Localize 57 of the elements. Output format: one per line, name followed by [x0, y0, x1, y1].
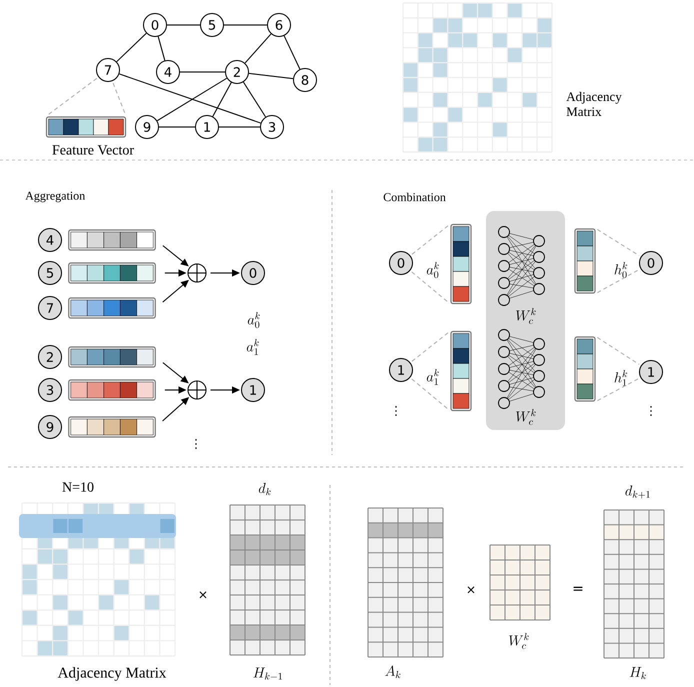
matrix-label: Adjacency Matrix — [566, 92, 622, 116]
graph-edge — [242, 82, 266, 118]
feature-vector — [68, 262, 156, 284]
graph-edge — [244, 33, 272, 64]
feature-vector — [68, 346, 156, 368]
section-title: Combination — [384, 192, 446, 202]
dimension-label: $d_k$ — [258, 482, 271, 496]
graph-edge — [224, 24, 268, 26]
sum-symbol — [187, 263, 207, 283]
matrix-label: $A_k$ — [385, 666, 400, 678]
multiply-sign: × — [468, 586, 474, 594]
ellipsis-dots: ⋮ — [650, 406, 652, 416]
feature-vector — [68, 229, 156, 251]
leader-line — [596, 378, 640, 402]
graph-edge — [212, 82, 232, 117]
multiply-sign: × — [200, 591, 206, 598]
node-label: $W_c^k$ — [516, 308, 536, 324]
section-title: Aggregation — [25, 192, 85, 202]
leader-line — [411, 378, 450, 410]
matrix-label: $W_c^k$ — [509, 633, 529, 649]
vector-label: $h_0^k$ — [614, 262, 628, 278]
vector-caption: Feature Vector — [52, 145, 134, 155]
graph-edge — [158, 126, 196, 128]
feature-vector — [68, 297, 156, 319]
leader-line — [596, 228, 640, 256]
equals-sign: = — [574, 586, 582, 591]
graph-edge — [156, 78, 228, 122]
ellipsis-dots: ⋮ — [195, 439, 197, 449]
feature-vector — [68, 379, 156, 401]
dimension-label: $d_{k+1}$ — [626, 486, 650, 498]
leader-line — [596, 269, 640, 294]
leader-line — [411, 271, 450, 304]
ellipsis-dots: ⋮ — [395, 406, 397, 416]
leader-line — [596, 336, 640, 365]
matrix-label: $H_{k-1}$ — [253, 668, 282, 680]
size-label: N=10 — [62, 482, 94, 492]
vector-label: $a_1^k$ — [426, 369, 439, 385]
graph-edge — [116, 32, 147, 62]
graph-edge — [118, 73, 262, 124]
leader-line — [411, 224, 450, 255]
graph-edge — [166, 24, 200, 26]
feature-vector — [68, 416, 156, 438]
vector-label: $a_1^k$ — [246, 339, 259, 355]
node-label: $W_c^k$ — [516, 409, 536, 425]
leader-line — [112, 82, 126, 116]
leader-line — [47, 78, 98, 116]
graph-edge — [218, 126, 260, 128]
matrix-label: $H_k$ — [630, 667, 646, 680]
vector-label: $a_0^k$ — [426, 262, 439, 278]
vector-label: $h_1^k$ — [614, 370, 628, 386]
sum-symbol — [187, 380, 207, 400]
vector-label: $a_0^k$ — [248, 312, 260, 328]
graph-edge — [248, 72, 294, 80]
leader-line — [411, 332, 450, 362]
graph-edge — [284, 35, 300, 70]
graph-edge — [158, 36, 166, 61]
matrix-label: Adjacency Matrix — [58, 667, 166, 681]
